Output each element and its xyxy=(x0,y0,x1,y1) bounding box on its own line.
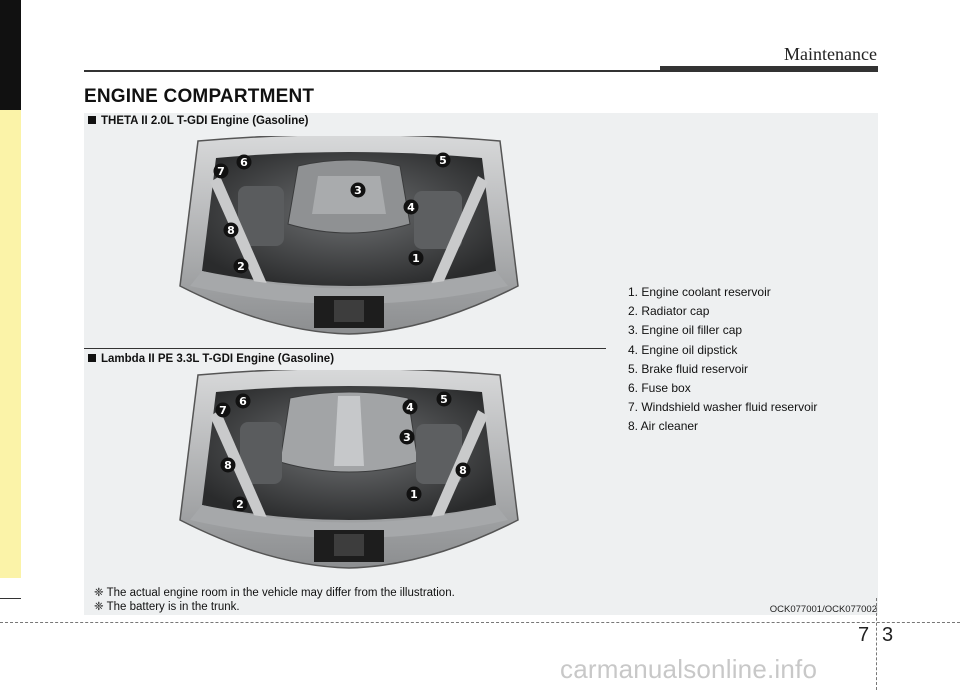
note-battery: ❈ The battery is in the trunk. xyxy=(94,601,240,613)
legend-item: 7. Windshield washer fluid reservoir xyxy=(628,400,818,415)
header-rule xyxy=(84,70,661,72)
legend-item: 3. Engine oil filler cap xyxy=(628,323,743,338)
callout-2: 2 xyxy=(236,498,244,511)
section-title: Maintenance xyxy=(784,44,877,64)
engine1-subheading: THETA II 2.0L T-GDI Engine (Gasoline) xyxy=(88,115,308,127)
legend-item: 1. Engine coolant reservoir xyxy=(628,285,771,299)
square-bullet-icon xyxy=(88,353,96,362)
legend-item: 8. Air cleaner xyxy=(628,419,699,434)
component-legend: 1. Engine coolant reservoir 2. Radiator … xyxy=(628,283,817,437)
footer-dashed-divider xyxy=(876,598,877,690)
engine-illustration-2: 7 6 5 4 3 8 8 2 1 xyxy=(179,370,519,569)
engine2-subheading: Lambda II PE 3.3L T-GDI Engine (Gasoline… xyxy=(88,353,334,365)
callout-1: 1 xyxy=(412,252,420,265)
engine2-subheading-text: Lambda II PE 3.3L T-GDI Engine (Gasoline… xyxy=(101,353,335,365)
callout-2: 2 xyxy=(237,260,245,273)
callout-7: 7 xyxy=(217,165,225,178)
side-tab-line xyxy=(0,598,21,599)
engine1-subheading-text: THETA II 2.0L T-GDI Engine (Gasoline) xyxy=(101,115,309,127)
callout-4: 4 xyxy=(406,401,414,414)
legend-item: 5. Brake fluid reservoir xyxy=(628,361,749,376)
note-engine-room: ❈ The actual engine room in the vehicle … xyxy=(94,587,455,599)
image-code: OCK077001/OCK077002 xyxy=(769,604,877,615)
callout-1: 1 xyxy=(410,488,418,501)
side-tab-yellow xyxy=(0,110,21,578)
callout-8: 8 xyxy=(227,224,235,237)
square-bullet-icon xyxy=(88,115,96,124)
side-tab-black xyxy=(0,0,21,110)
chapter-number: 7 xyxy=(858,624,870,646)
header-rule-thick xyxy=(660,66,878,72)
legend-item: 2. Radiator cap xyxy=(628,304,710,319)
callout-6: 6 xyxy=(239,395,247,408)
page-number: 3 xyxy=(882,624,894,646)
engine-illustration-1: 7 6 5 3 4 8 2 1 xyxy=(179,136,519,335)
page-heading: ENGINE COMPARTMENT xyxy=(84,86,315,107)
callout-5: 5 xyxy=(439,154,447,167)
callout-6: 6 xyxy=(240,156,248,169)
callout-8: 8 xyxy=(459,464,467,477)
callout-7: 7 xyxy=(219,404,227,417)
callout-3: 3 xyxy=(403,431,411,444)
watermark: carmanualsonline.info xyxy=(560,654,818,684)
callout-3: 3 xyxy=(354,184,362,197)
legend-item: 4. Engine oil dipstick xyxy=(628,342,738,357)
legend-item: 6. Fuse box xyxy=(628,381,691,396)
section-divider xyxy=(84,348,606,349)
callout-4: 4 xyxy=(407,201,415,214)
footer-dashed-line xyxy=(0,622,960,623)
callout-5: 5 xyxy=(440,393,448,406)
callout-8: 8 xyxy=(224,459,232,472)
